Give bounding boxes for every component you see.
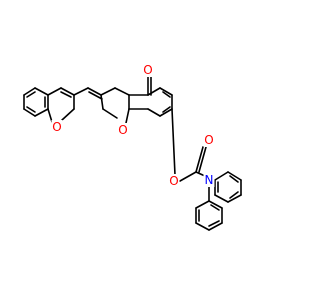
bond-15 [73, 87, 89, 96]
bond-13 [47, 108, 53, 123]
atom-label-ketone-o: O [143, 63, 152, 77]
bond-21 [114, 87, 130, 96]
atom-label-ester-o: O [169, 174, 178, 188]
atom-label-pyran-o: O [52, 120, 61, 134]
bond-1 [34, 87, 49, 96]
atom-carbonyl-o: O [203, 133, 215, 147]
atom-label-amide-n: N [205, 173, 214, 187]
atom-furan-o: O [117, 123, 129, 137]
bond-layer [23, 75, 242, 231]
bond-47 [229, 191, 239, 199]
bond-4 [23, 108, 36, 117]
bond-33 [162, 91, 171, 98]
bond-12 [61, 108, 75, 121]
bond-38 [195, 146, 204, 173]
bond-57 [208, 220, 220, 227]
bond-17 [88, 91, 103, 100]
bond-6 [26, 91, 36, 98]
bond-3 [34, 108, 49, 117]
bond-31 [125, 108, 130, 124]
bond-40 [214, 171, 229, 181]
bond-8 [26, 106, 36, 113]
atom-label-carbonyl-o: O [204, 133, 213, 147]
bond-53 [208, 222, 223, 231]
molecule-structure: O O O O O N [23, 63, 242, 231]
bond-39 [198, 146, 207, 173]
atom-pyran-o: O [51, 120, 63, 134]
bond-58 [210, 204, 220, 211]
bond-46 [229, 175, 239, 183]
bond-9 [47, 87, 62, 96]
bond-25 [147, 87, 161, 96]
atom-ester-o: O [168, 174, 180, 188]
bond-26 [159, 87, 173, 96]
bond-18 [100, 94, 104, 110]
bond-28 [159, 108, 173, 117]
bond-52 [195, 222, 210, 231]
atom-amide-n: N [203, 173, 215, 187]
bond-14 [60, 91, 72, 98]
bond-20 [100, 87, 116, 96]
bond-50 [195, 200, 210, 209]
atom-label-furan-o: O [118, 123, 127, 137]
bond-44 [214, 194, 229, 203]
bond-16 [87, 87, 102, 96]
bond-29 [147, 108, 161, 117]
bond-55 [208, 200, 223, 209]
bond-43 [227, 194, 242, 203]
molecule-canvas: O O O O O N [23, 63, 242, 231]
bond-34 [162, 106, 171, 113]
atom-ketone-o: O [142, 63, 154, 77]
bond-35 [171, 108, 176, 176]
bond-41 [227, 171, 242, 181]
bond-0 [23, 87, 36, 96]
bond-19 [102, 108, 118, 119]
bond-36 [179, 171, 197, 182]
bond-10 [60, 87, 75, 96]
